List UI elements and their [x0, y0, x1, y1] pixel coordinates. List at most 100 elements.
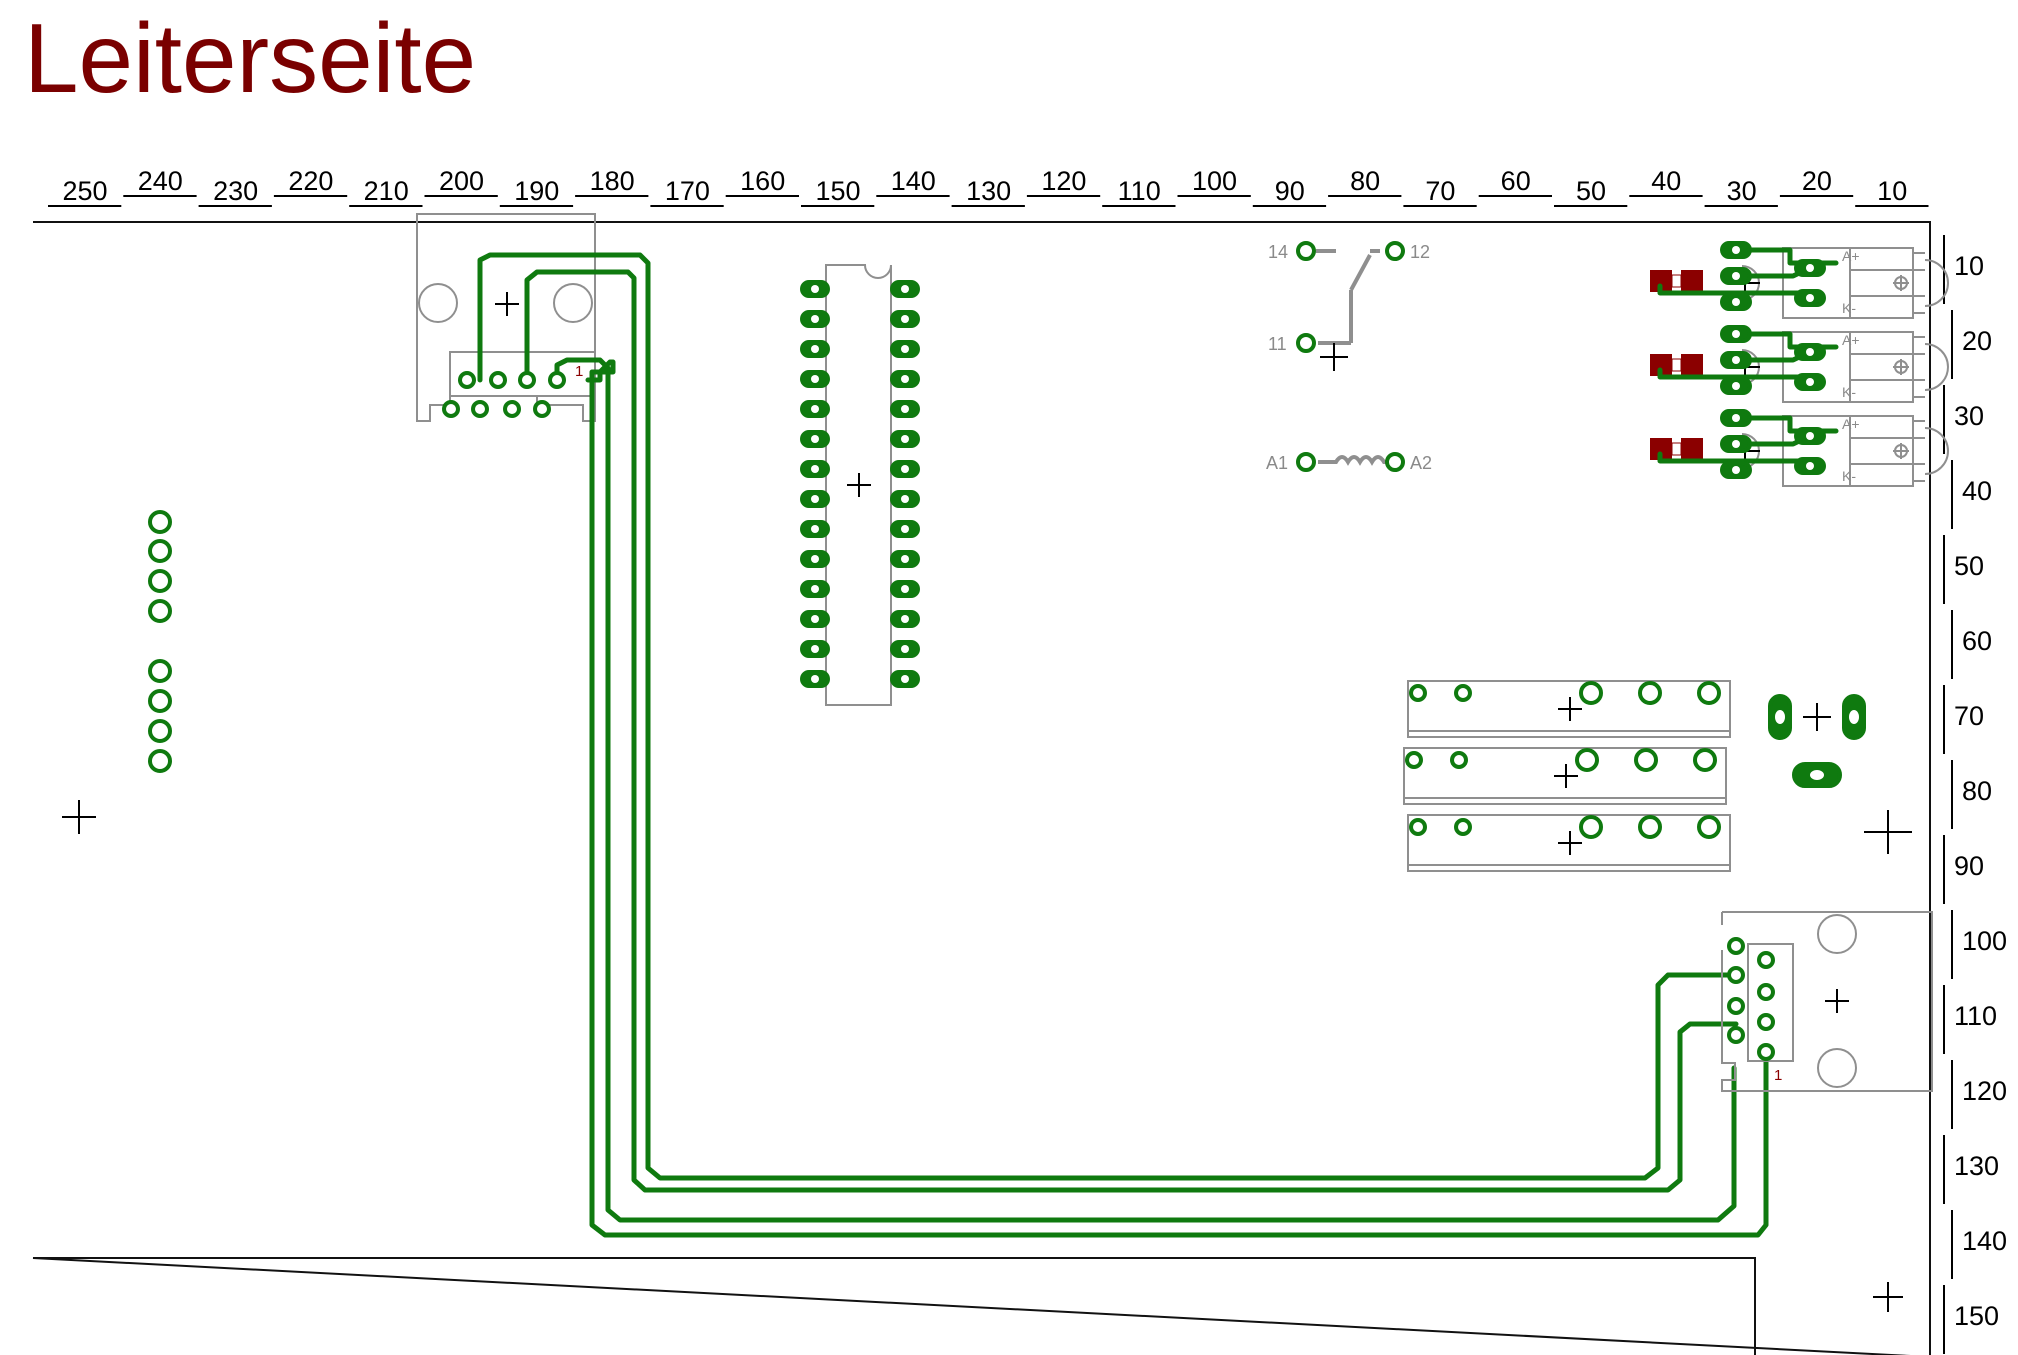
scale-label: 20 — [1802, 166, 1832, 196]
connector-top-left-pads: 1 — [442, 363, 583, 418]
terminal-pad — [1638, 681, 1662, 705]
mounting-hole — [553, 283, 593, 323]
scale-label: 180 — [590, 166, 635, 196]
mounting-hole — [1817, 914, 1857, 954]
scale-label: 10 — [1877, 176, 1907, 206]
fiducial-crosses — [62, 800, 1912, 1312]
ic-pin-hole — [811, 315, 819, 323]
scale-label: 70 — [1954, 701, 1984, 731]
led-lens — [1924, 343, 1949, 391]
led-anode-label: A+ — [1842, 248, 1860, 264]
led-lens — [1924, 259, 1949, 307]
terminal-strip — [1407, 680, 1731, 738]
jumper-pads — [1768, 694, 1866, 788]
ic-pin-hole — [901, 435, 909, 443]
relay: 14 12 11 A1 A2 — [1266, 241, 1432, 473]
ic-pin-hole — [811, 435, 819, 443]
terminal-pad — [1409, 818, 1427, 836]
relay-coil-a2: A2 — [1410, 453, 1432, 473]
terminal-pad — [1579, 815, 1603, 839]
scale-label: 250 — [62, 176, 107, 206]
pin-header-left — [148, 510, 172, 773]
terminal-pad — [1454, 818, 1472, 836]
terminal-strip — [1407, 814, 1731, 872]
pin1-label: 1 — [1774, 1067, 1782, 1084]
scale-label: 100 — [1962, 926, 2007, 956]
relay-pin-14: 14 — [1268, 242, 1288, 262]
ic-pin-hole — [901, 615, 909, 623]
scale-label: 30 — [1727, 176, 1757, 206]
ic-pin-hole — [901, 345, 909, 353]
connector-bottom-right: 1 — [1721, 911, 1933, 1092]
led-anode-label: A+ — [1842, 332, 1860, 348]
ic-pin-hole — [811, 375, 819, 383]
ic-pin-hole — [901, 315, 909, 323]
smd-pad — [1650, 438, 1672, 460]
ic-pin-hole — [811, 465, 819, 473]
scale-label: 90 — [1275, 176, 1305, 206]
ic-pin-hole — [901, 285, 909, 293]
scale-label: 240 — [138, 166, 183, 196]
connector-top-left — [416, 213, 596, 422]
terminal-strips — [1403, 680, 1731, 872]
scale-label: 90 — [1954, 851, 1984, 881]
ic-pin-hole — [901, 525, 909, 533]
scale-label: 10 — [1954, 251, 1984, 281]
scale-label: 170 — [665, 176, 710, 206]
scale-label: 140 — [891, 166, 936, 196]
ic-pin-hole — [901, 375, 909, 383]
led-lens — [1924, 427, 1949, 475]
smd-pad — [1650, 270, 1672, 292]
scale-label: 30 — [1954, 401, 1984, 431]
terminal-pad — [1575, 748, 1599, 772]
ic-pin-hole — [901, 645, 909, 653]
scale-label: 110 — [1954, 1001, 1997, 1031]
scale-label: 50 — [1576, 176, 1606, 206]
ic-pin-hole — [811, 675, 819, 683]
scale-label: 60 — [1501, 166, 1531, 196]
scale-label: 230 — [213, 176, 258, 206]
ic-pin-hole — [811, 555, 819, 563]
scale-label: 190 — [514, 176, 559, 206]
smd-pad — [1681, 270, 1703, 292]
ic-pin-hole — [901, 555, 909, 563]
scale-label: 160 — [740, 166, 785, 196]
ic-pin-hole — [811, 585, 819, 593]
scale-label: 210 — [364, 176, 409, 206]
scale-label: 150 — [815, 176, 860, 206]
ic-pin-hole — [901, 675, 909, 683]
smd-pad — [1681, 438, 1703, 460]
led-unit: A+ K- — [1650, 241, 1949, 319]
terminal-pad — [1579, 681, 1603, 705]
led-cathode-label: K- — [1842, 300, 1856, 316]
led-anode-label: A+ — [1842, 416, 1860, 432]
scale-label: 140 — [1962, 1226, 2007, 1256]
dip-ic-socket — [800, 264, 920, 706]
ic-pin-hole — [811, 495, 819, 503]
scale-label: 60 — [1962, 626, 1992, 656]
scale-label: 80 — [1350, 166, 1380, 196]
led-array: A+K-A+K-A+K- — [1650, 241, 1949, 487]
scale-label: 120 — [1962, 1076, 2007, 1106]
terminal-pad — [1454, 684, 1472, 702]
mounting-hole — [1817, 1048, 1857, 1088]
ic-pin-hole — [811, 615, 819, 623]
ic-pin-hole — [901, 465, 909, 473]
ic-pin-hole — [811, 405, 819, 413]
ic-pin-hole — [901, 585, 909, 593]
relay-coil-a1: A1 — [1266, 453, 1288, 473]
ic-pin-hole — [811, 285, 819, 293]
led-housing — [1782, 331, 1914, 403]
scale-label: 130 — [1954, 1151, 1999, 1181]
scale-label: 100 — [1192, 166, 1237, 196]
smd-pad — [1681, 354, 1703, 376]
terminal-pad — [1697, 815, 1721, 839]
scale-label: 120 — [1041, 166, 1086, 196]
terminal-strip — [1403, 747, 1727, 805]
scale-label: 70 — [1425, 176, 1455, 206]
pin1-label: 1 — [575, 363, 583, 380]
scale-label: 130 — [966, 176, 1011, 206]
scale-label: 110 — [1118, 176, 1161, 206]
terminal-pad — [1405, 751, 1423, 769]
